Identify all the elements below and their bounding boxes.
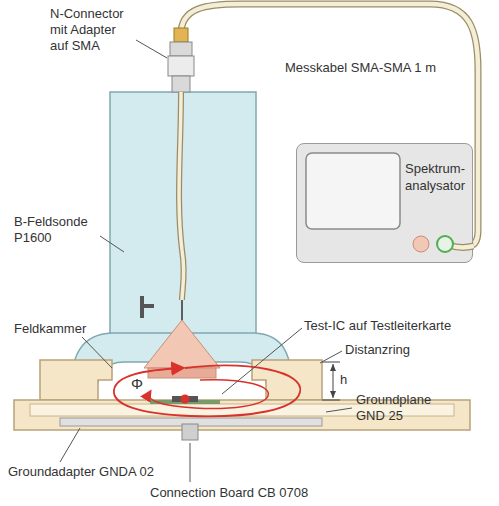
probe-label: B-Feldsonde P1600 [14, 214, 98, 246]
height-label: h [340, 372, 347, 388]
ring-label: Distanzring [345, 342, 410, 358]
connector-label: N-Connector mit Adapter auf SMA [50, 6, 134, 54]
spectrum-analyzer: Spektrum- analysator [296, 143, 473, 263]
chamber-label: Feldkammer [14, 321, 86, 337]
node-text: Spektrum- analysator [405, 160, 467, 194]
flux-symbol: Φ [131, 376, 143, 392]
cable-label: Messkabel SMA-SMA 1 m [285, 60, 436, 76]
groundplane-label: Groundplane GND 25 [356, 392, 440, 424]
groundadapter-label: Groundadapter GNDA 02 [8, 464, 154, 480]
board-label: Connection Board CB 0708 [150, 485, 308, 501]
test-ic-label: Test-IC auf Testleiterkarte [304, 318, 451, 334]
